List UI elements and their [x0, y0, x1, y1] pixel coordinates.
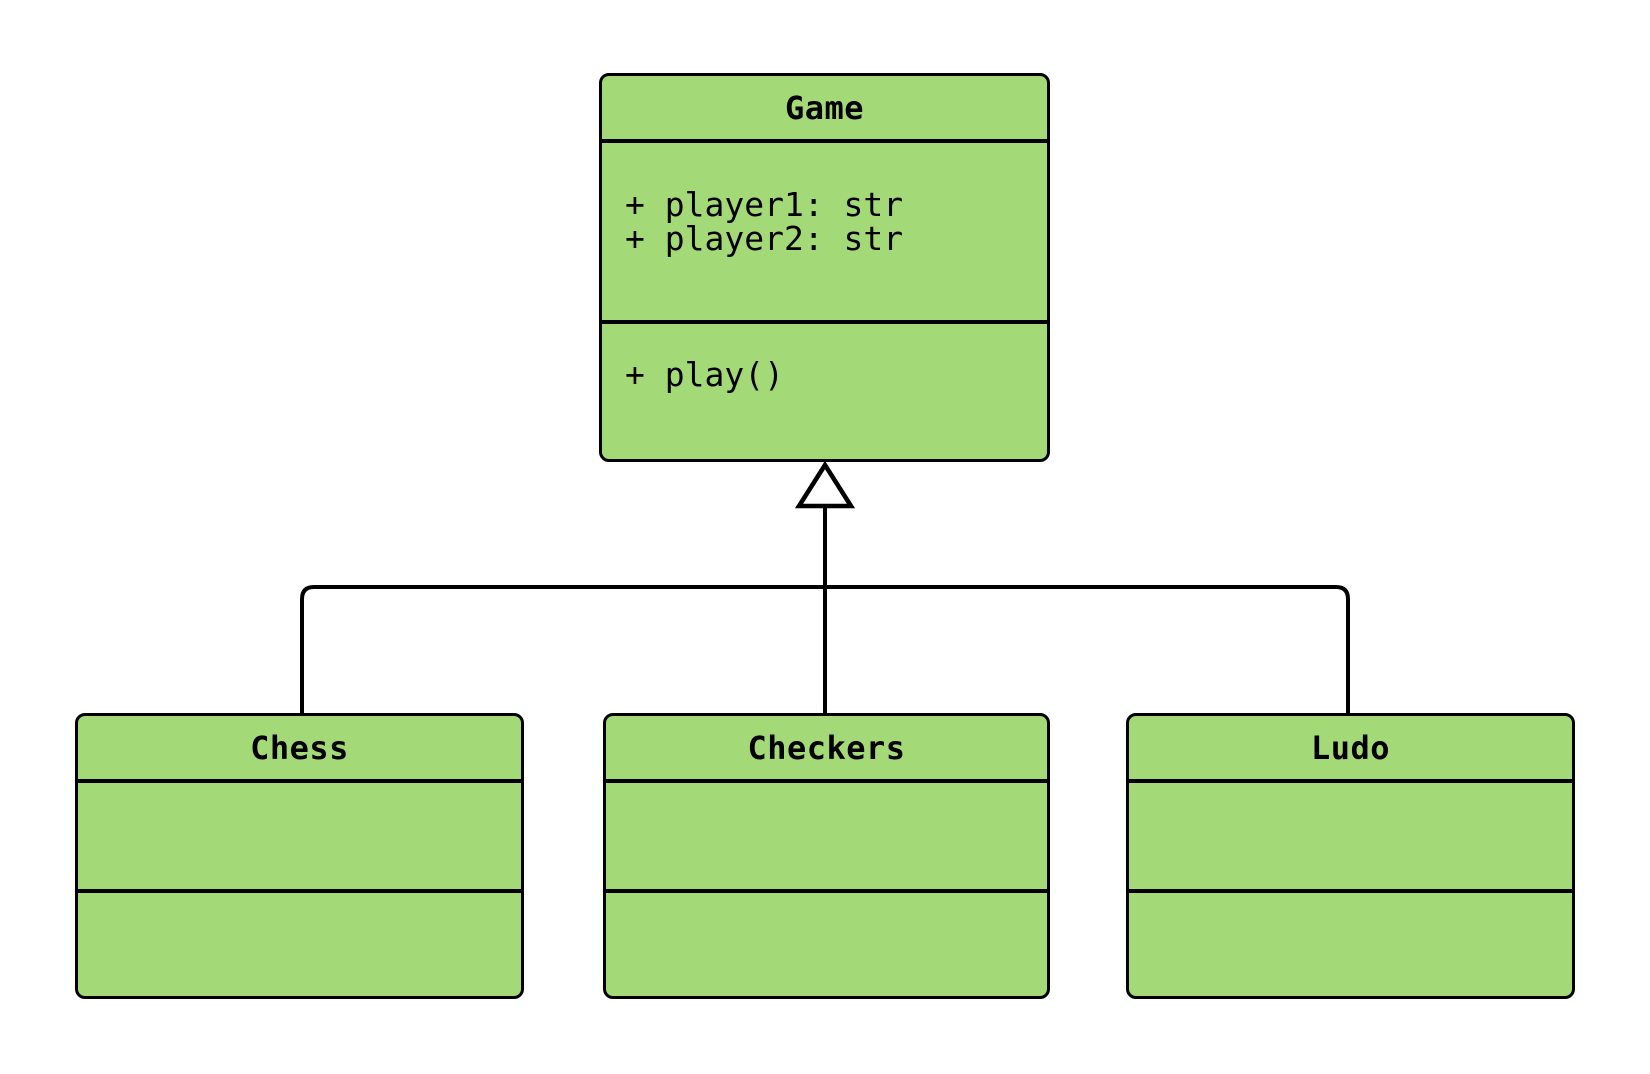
- methods-compartment: + play(): [602, 320, 1047, 461]
- inheritance-arrowhead-icon: [794, 460, 856, 509]
- class-title: Checkers: [747, 728, 906, 767]
- methods-compartment: [606, 889, 1047, 996]
- class-box-chess[interactable]: Chess: [75, 713, 524, 999]
- attributes-compartment: [1129, 779, 1572, 889]
- attributes-compartment: + player1: str + player2: str: [602, 139, 1047, 320]
- attributes-compartment: [78, 779, 521, 889]
- methods-compartment: [78, 889, 521, 996]
- attribute-line: + player1: str: [625, 185, 904, 224]
- class-box-checkers[interactable]: Checkers: [603, 713, 1050, 999]
- attributes-compartment: [606, 779, 1047, 889]
- methods-compartment: [1129, 889, 1572, 996]
- class-box-game[interactable]: Game + player1: str + player2: str + pla…: [599, 73, 1050, 462]
- class-title: Game: [784, 88, 865, 127]
- class-title: Ludo: [1310, 728, 1391, 767]
- class-box-ludo[interactable]: Ludo: [1126, 713, 1575, 999]
- inheritance-line-chess-ludo: [300, 585, 1350, 713]
- class-title: Chess: [250, 728, 349, 767]
- method-line: + play(): [625, 355, 784, 394]
- attribute-line: + player2: str: [625, 219, 904, 258]
